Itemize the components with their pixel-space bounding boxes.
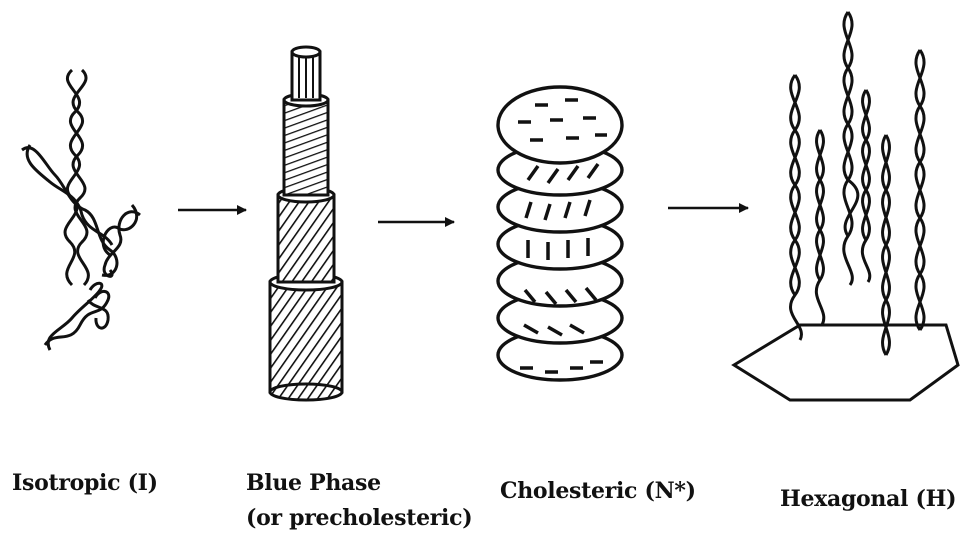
isotropic-helices <box>22 70 140 350</box>
cholesteric-stack <box>498 87 622 380</box>
isotropic-label: Isotropic (I) <box>12 470 158 496</box>
blue-phase-cylinder <box>270 47 342 400</box>
blue-phase-label: Blue Phase <box>246 470 381 496</box>
hexagonal-assembly <box>734 12 958 400</box>
blue-phase-sublabel: (or precholesteric) <box>246 505 472 531</box>
hexagonal-label: Hexagonal (H) <box>780 486 956 512</box>
cholesteric-label: Cholesteric (N*) <box>500 478 696 504</box>
